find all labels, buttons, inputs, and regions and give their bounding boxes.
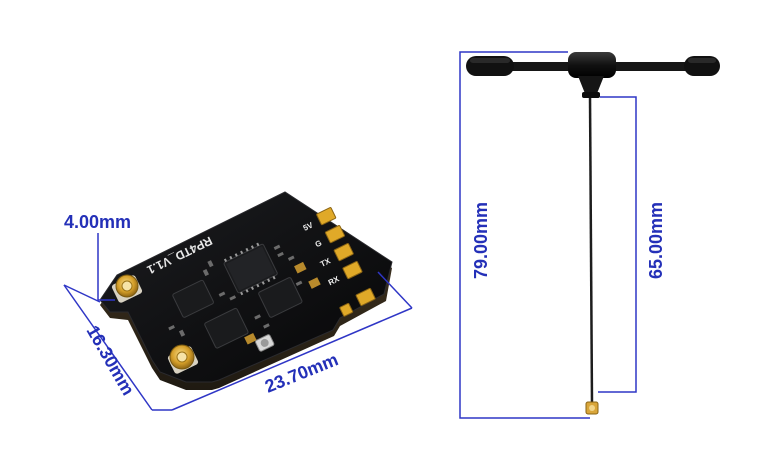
receiver-board: RP4TD_V1.1 5V G TX RX [99,191,393,390]
dim-antenna-total [459,51,590,419]
pin-label-g: G [314,238,324,249]
chip-rf-3 [258,277,303,318]
pin-label-5v: 5V [302,220,315,233]
label-antenna-cable: 65.00mm [646,202,666,279]
board-dimensions [63,233,413,411]
ufl-connector-top [111,274,143,303]
t-antenna [466,52,720,415]
antenna-dimensions [459,51,637,419]
ufl-connector-bottom [167,344,199,374]
dim-antenna-cable [598,96,637,393]
chip-rf-2 [204,307,249,349]
antenna-cable [588,95,594,405]
label-antenna-total: 79.00mm [471,202,491,279]
label-connector-offset: 4.00mm [64,212,131,232]
solder-pads: 5V G TX RX [302,207,376,317]
dim-connector-offset [97,233,115,301]
chip-rf-1 [172,279,214,318]
pin-label-tx: TX [319,256,333,269]
label-board-height: 16.30mm [83,322,139,399]
antenna-hub [568,52,616,78]
